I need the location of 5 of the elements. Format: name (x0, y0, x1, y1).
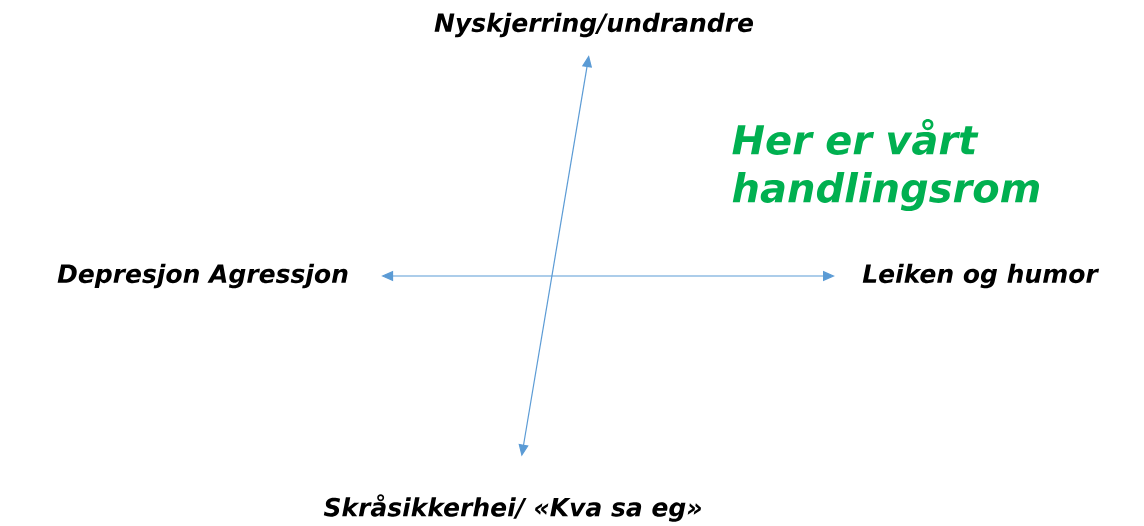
axis-label: Nyskjerring/undrandre (434, 12, 754, 38)
axis-label: Leiken og humor (862, 263, 1100, 289)
axis-label: Skråsikkerhei/ «Kva sa eg» (323, 494, 701, 522)
axis-label: Depresjon Agressjon (57, 263, 348, 289)
note-text: Her er vårt handlingsrom (732, 119, 1040, 211)
